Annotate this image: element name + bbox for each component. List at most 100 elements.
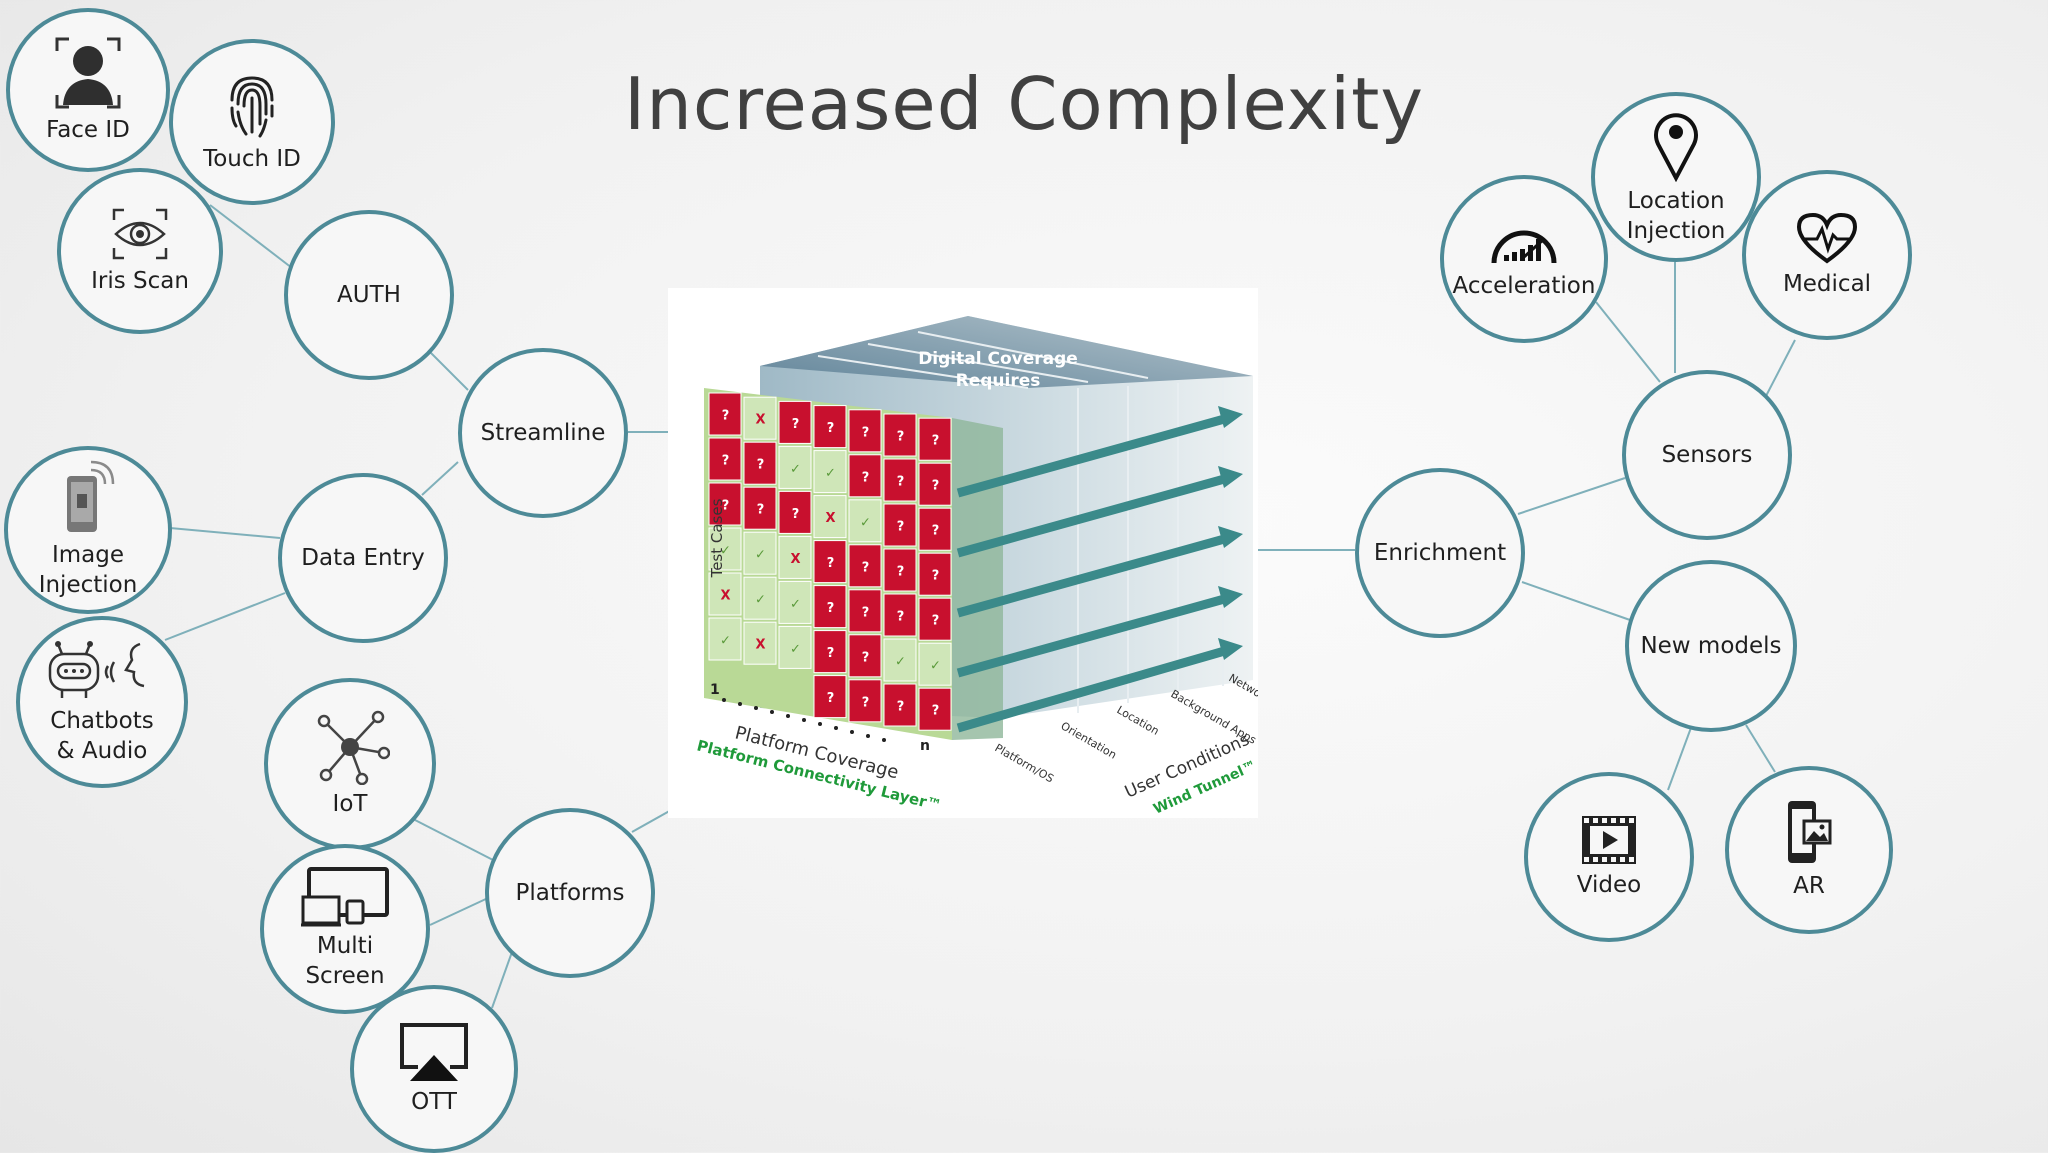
grid-cell-mark: ? — [897, 700, 905, 715]
cube-z-tick-1: Orientation — [1059, 719, 1119, 761]
location-injection-node: Location Injection — [1591, 92, 1761, 262]
grid-cell — [778, 625, 812, 669]
streamline-node: Streamline — [458, 348, 628, 518]
grid-cell-mark: ? — [722, 454, 730, 469]
chatbots-audio-label: Chatbots & Audio — [50, 708, 154, 764]
new-models-node: New models — [1625, 560, 1797, 732]
grid-cell — [848, 589, 882, 633]
grid-cell-mark: X — [755, 638, 765, 653]
test-case-grid: ?X???????✓✓??????X✓??✓✓X????X✓✓????✓X✓??… — [708, 392, 952, 731]
medical-label: Medical — [1782, 271, 1872, 297]
grid-cell — [778, 445, 812, 489]
cube-top-label-1: Digital Coverage — [918, 349, 1078, 369]
eye-scan-icon — [112, 208, 168, 260]
grid-cell-mark: ? — [897, 610, 905, 625]
enrichment-node: Enrichment — [1355, 468, 1525, 638]
grid-cell — [743, 621, 777, 665]
cube-z-tick-0: Platform/OS — [993, 741, 1056, 785]
touch-id-label: Touch ID — [203, 146, 301, 172]
grid-cell — [778, 580, 812, 624]
grid-cell-mark: ? — [897, 475, 905, 490]
grid-cell — [778, 535, 812, 579]
grid-cell — [918, 462, 952, 506]
grid-cell-mark: ✓ — [930, 659, 941, 674]
grid-cell-mark: ? — [827, 691, 835, 706]
grid-cell-mark: ? — [757, 458, 765, 473]
grid-cell — [883, 638, 917, 682]
image-injection-label: Image Injection — [38, 542, 138, 598]
grid-cell-mark: ? — [932, 479, 940, 494]
ott-node: OTT — [350, 985, 518, 1153]
sensors-label: Sensors — [1661, 442, 1753, 468]
grid-cell — [743, 531, 777, 575]
grid-cell — [708, 572, 742, 616]
chatbot-voice-icon — [48, 641, 145, 698]
grid-cell-mark: ✓ — [720, 634, 731, 649]
grid-cell-mark: X — [755, 413, 765, 428]
grid-cell — [883, 503, 917, 547]
iot-label: IoT — [332, 791, 368, 817]
grid-cell-mark: ? — [862, 695, 870, 710]
coverage-arrows — [956, 406, 1243, 733]
grid-cell — [813, 630, 847, 674]
acceleration-label: Acceleration — [1452, 273, 1596, 299]
grid-cell — [883, 548, 917, 592]
cube-z-tick-4: Netwo — [1227, 671, 1259, 700]
page-title: Increased Complexity — [624, 62, 1424, 146]
grid-cell — [813, 405, 847, 449]
iot-node: IoT — [264, 678, 436, 850]
grid-cell-mark: ✓ — [790, 642, 801, 657]
grid-cell-mark: X — [825, 511, 835, 526]
devices-icon — [301, 867, 389, 927]
grid-cell-mark: ? — [757, 503, 765, 518]
grid-cell-mark: ? — [897, 565, 905, 580]
cube-top-label-2: Requires — [956, 371, 1041, 391]
grid-cell-mark: ✓ — [720, 544, 731, 559]
grid-cell-mark: ? — [827, 421, 835, 436]
auth-node: AUTH — [284, 210, 454, 380]
grid-cell — [918, 597, 952, 641]
grid-cell-mark: X — [720, 589, 730, 604]
iris-scan-node: Iris Scan — [57, 168, 223, 334]
sensors-node: Sensors — [1622, 370, 1792, 540]
chatbots-audio-node: Chatbots & Audio — [16, 616, 188, 788]
grid-cell — [708, 527, 742, 571]
grid-cell-mark: ? — [932, 704, 940, 719]
cube-z-tick-2: Location — [1115, 703, 1162, 738]
grid-cell — [743, 441, 777, 485]
grid-cell-mark: ✓ — [755, 548, 766, 563]
grid-cell-mark: ✓ — [895, 655, 906, 670]
grid-cell — [708, 437, 742, 481]
grid-cell — [918, 687, 952, 731]
grid-cell-mark: X — [790, 552, 800, 567]
grid-cell — [883, 413, 917, 457]
grid-cell-mark: ✓ — [860, 515, 871, 530]
grid-cell-mark: ✓ — [755, 593, 766, 608]
platforms-label: Platforms — [515, 880, 625, 906]
grid-cell-mark: ? — [862, 425, 870, 440]
grid-cell — [848, 679, 882, 723]
grid-cell-mark: ? — [792, 417, 800, 432]
grid-cell — [778, 400, 812, 444]
grid-cell — [813, 585, 847, 629]
grid-cell — [743, 396, 777, 440]
platforms-node: Platforms — [485, 808, 655, 978]
phone-image-icon — [1788, 801, 1832, 863]
digital-coverage-cube: Digital Coverage Requires ? X??????? ✓ ✓???… — [668, 288, 1264, 818]
grid-cell — [918, 642, 952, 686]
grid-cell-mark: ? — [932, 614, 940, 629]
acceleration-node: Acceleration — [1440, 175, 1608, 343]
grid-cell — [708, 392, 742, 436]
grid-cell — [813, 675, 847, 719]
multi-screen-node: Multi Screen — [260, 844, 430, 1014]
grid-cell — [708, 617, 742, 661]
multi-screen-label: Multi Screen — [305, 933, 385, 989]
face-id-label: Face ID — [46, 117, 130, 143]
grid-cell — [813, 495, 847, 539]
cube-x-start: 1 — [710, 682, 720, 698]
grid-cell — [848, 634, 882, 678]
film-play-icon — [1582, 816, 1636, 864]
grid-cell-mark: ? — [827, 646, 835, 661]
image-injection-node: Image Injection — [4, 446, 172, 614]
auth-label: AUTH — [337, 282, 401, 308]
